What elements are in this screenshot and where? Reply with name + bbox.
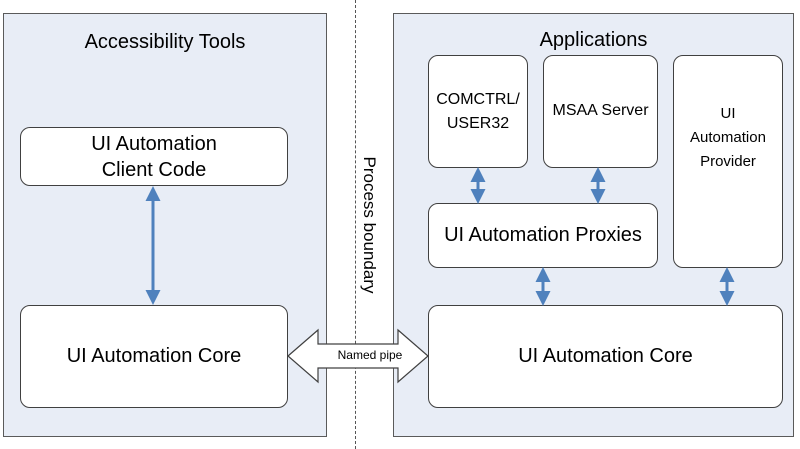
accessibility-tools-title: Accessibility Tools [84, 31, 246, 53]
right-core-label: UI Automation Core [518, 345, 693, 367]
comctrl-line1: COMCTRL/ [436, 90, 520, 108]
named-pipe-arrow [287, 328, 429, 384]
client-code-box: UI Automation Client Code [20, 127, 288, 186]
msaa-server-box: MSAA Server [543, 55, 658, 168]
left-core-label: UI Automation Core [66, 345, 242, 367]
msaa-server-label: MSAA Server [552, 102, 649, 119]
named-pipe-label: Named pipe [337, 348, 403, 362]
left-core-box: UI Automation Core [20, 305, 288, 408]
comctrl-box: COMCTRL/ USER32 [428, 55, 528, 168]
automation-proxies-box: UI Automation Proxies [428, 203, 658, 268]
client-code-line2: Client Code [101, 158, 207, 181]
right-core-box: UI Automation Core [428, 305, 783, 408]
automation-provider-box: UI Automation Provider [673, 55, 783, 268]
client-code-line1: UI Automation [91, 132, 217, 155]
process-boundary-line [355, 0, 356, 449]
provider-line3: Provider [700, 153, 756, 170]
comctrl-line2: USER32 [446, 114, 510, 132]
applications-title: Applications [539, 29, 648, 51]
provider-line1: UI [720, 105, 736, 122]
provider-line2: Automation [690, 129, 766, 146]
automation-proxies-label: UI Automation Proxies [444, 224, 642, 246]
